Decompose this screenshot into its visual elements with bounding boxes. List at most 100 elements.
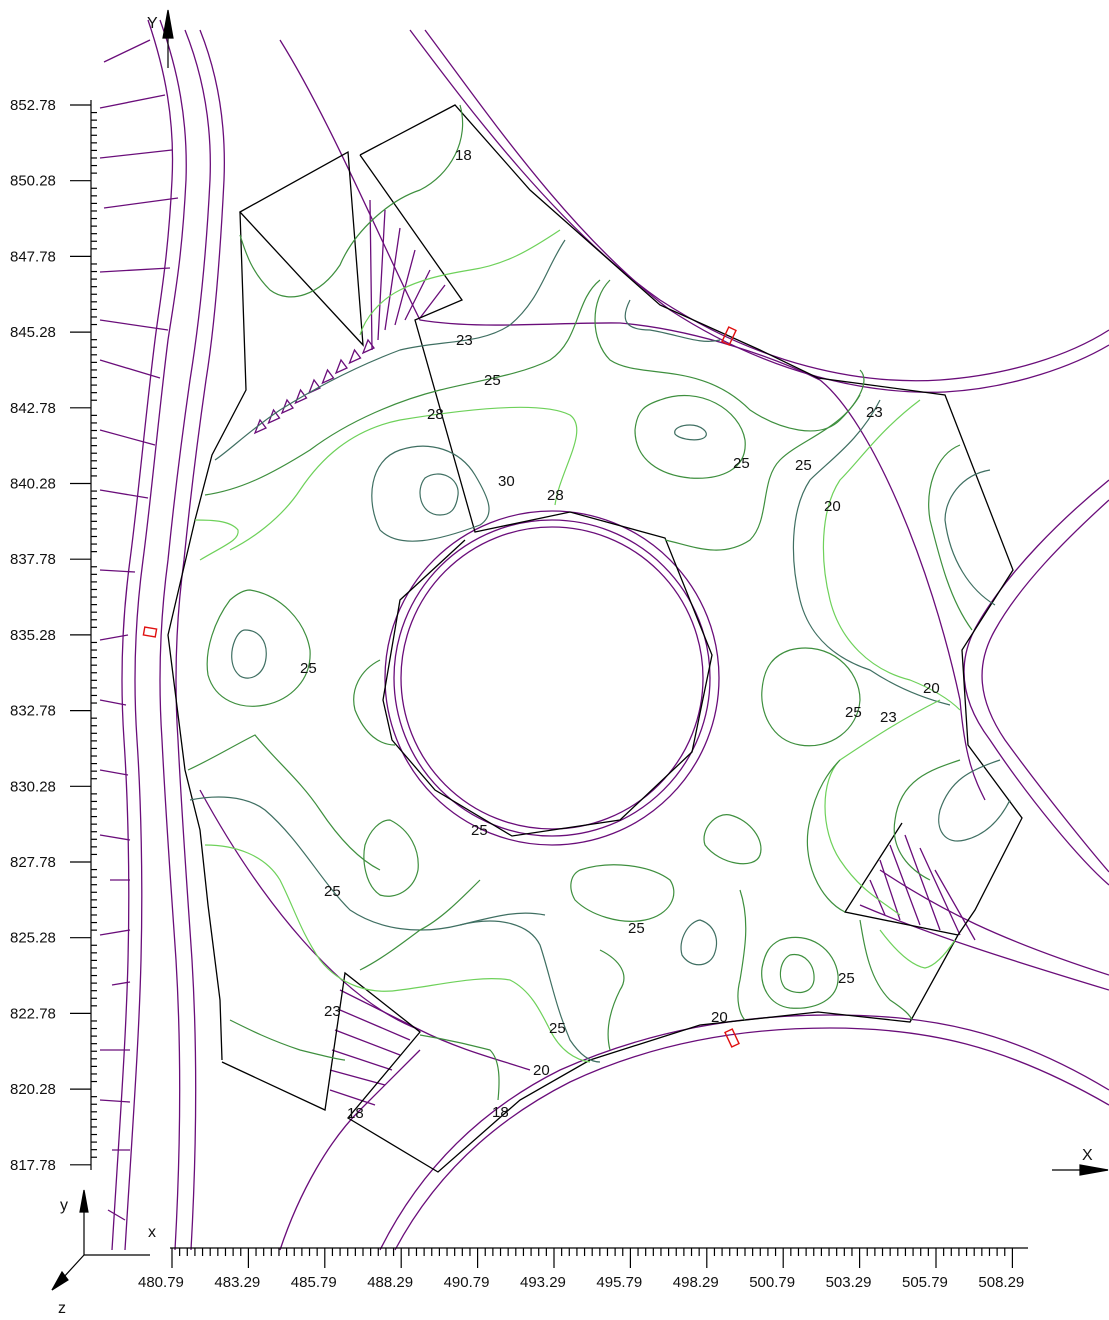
- island-circle-outer: [384, 510, 720, 846]
- triad-z-head: [51, 1270, 69, 1291]
- contour-label: 18: [492, 1104, 509, 1121]
- contour-line: [703, 814, 762, 865]
- x-tick-label: 480.79: [138, 1274, 184, 1291]
- contour-line: [239, 104, 464, 298]
- contour-label: 25: [471, 822, 488, 839]
- slope-triangle: [307, 378, 322, 395]
- contour-line: [664, 394, 861, 551]
- y-arrow-head: [162, 9, 174, 39]
- slope-triangle: [294, 388, 308, 405]
- x-tick-label: 488.29: [367, 1274, 413, 1291]
- roadside-tick: [99, 267, 171, 273]
- slope-triangle: [321, 368, 335, 385]
- hatch-right: [869, 834, 976, 941]
- y-tick-label: 825.28: [10, 930, 56, 947]
- marker-top[interactable]: [721, 326, 737, 346]
- roadside-tick: [99, 429, 156, 446]
- x-tick-label: 500.79: [749, 1274, 795, 1291]
- x-tick-label: 483.29: [214, 1274, 260, 1291]
- contour-line: [214, 239, 566, 461]
- roadside-tick: [99, 1099, 131, 1103]
- contour-label: 18: [347, 1105, 364, 1122]
- boundary-outer: [238, 150, 364, 347]
- contour-line: [204, 279, 601, 496]
- contour-label: 30: [498, 473, 515, 490]
- contour-line: [206, 589, 311, 707]
- roadside-tick: [99, 834, 131, 841]
- contour-label: 23: [866, 404, 883, 421]
- y-tick-label: 840.28: [10, 476, 56, 493]
- roadside-tick: [99, 634, 129, 641]
- y-tick-label: 845.28: [10, 324, 56, 341]
- contour-line: [944, 469, 996, 606]
- contour-line: [419, 473, 459, 516]
- contour-label: 25: [838, 970, 855, 987]
- roadside-tick: [99, 319, 169, 331]
- x-tick-label: 508.29: [978, 1274, 1024, 1291]
- roadside-tick: [99, 94, 166, 109]
- x-tick-label: 498.29: [673, 1274, 719, 1291]
- y-tick-label: 830.28: [10, 778, 56, 795]
- roadside-tick: [103, 39, 151, 63]
- contour-line: [674, 424, 707, 441]
- contour-line: [761, 936, 839, 1009]
- contour-line: [419, 1034, 500, 1101]
- contour-line: [229, 1019, 346, 1061]
- roadside-tick: [99, 149, 173, 159]
- contour-label: 20: [533, 1062, 550, 1079]
- contour-line: [594, 279, 865, 432]
- triad-y-label: y: [60, 1197, 68, 1214]
- road-right-upper-2: [981, 499, 1109, 873]
- road-left-edge-3: [159, 29, 211, 1251]
- contour-line: [353, 659, 396, 746]
- contour-label: 20: [711, 1009, 728, 1026]
- boundary-lines: [167, 104, 1023, 1173]
- road-right-upper-1: [963, 479, 1109, 886]
- road-inner-connector-3: [279, 1049, 421, 1251]
- roadside-tick: [99, 569, 136, 573]
- contour-label: 20: [824, 498, 841, 515]
- y-tick-label: 852.78: [10, 97, 56, 114]
- contour-line: [938, 759, 1011, 842]
- road-left-edge-1: [111, 19, 174, 1251]
- y-tick-label: 835.28: [10, 627, 56, 644]
- contour-label: 25: [733, 455, 750, 472]
- contour-line: [371, 445, 490, 542]
- y-tick-label: 847.78: [10, 248, 56, 265]
- triad-x-label: x: [148, 1224, 156, 1241]
- survey-markers: [142, 326, 740, 1048]
- contour-label: 18: [455, 147, 472, 164]
- contour-line: [459, 920, 601, 1063]
- x-tick-label: 503.29: [826, 1274, 872, 1291]
- x-tick-label: 493.29: [520, 1274, 566, 1291]
- hatch-bottom-left: [329, 989, 421, 1106]
- contour-line: [824, 699, 941, 916]
- x-tick-label: 495.79: [596, 1274, 642, 1291]
- contour-line: [194, 519, 239, 561]
- triad-y-head: [79, 1189, 89, 1213]
- contour-line: [893, 759, 961, 881]
- roadside-tick: [107, 1209, 126, 1221]
- contour-line: [570, 864, 675, 922]
- contour-lines: [187, 104, 1011, 1101]
- contour-line: [761, 647, 861, 747]
- island-circle-inner: [400, 526, 704, 830]
- y-tick-label: 842.78: [10, 400, 56, 417]
- marker-left[interactable]: [142, 626, 158, 638]
- contour-line: [187, 734, 381, 871]
- road-curb-lines: [99, 19, 1109, 1251]
- contour-line: [928, 444, 973, 631]
- x-arrow-head: [1079, 1164, 1109, 1176]
- road-lower-right-diagonal-2: [859, 904, 1109, 991]
- roadside-ticks: [99, 39, 179, 1221]
- contour-line: [189, 796, 546, 931]
- slope-triangles: [253, 338, 376, 435]
- contour-line: [806, 759, 846, 913]
- contour-line: [792, 399, 951, 706]
- contour-line: [859, 919, 913, 1021]
- road-left-edge-4: [175, 29, 225, 1251]
- contour-label: 28: [427, 406, 444, 423]
- marker-bottom[interactable]: [724, 1028, 740, 1048]
- roadside-tick: [99, 489, 149, 499]
